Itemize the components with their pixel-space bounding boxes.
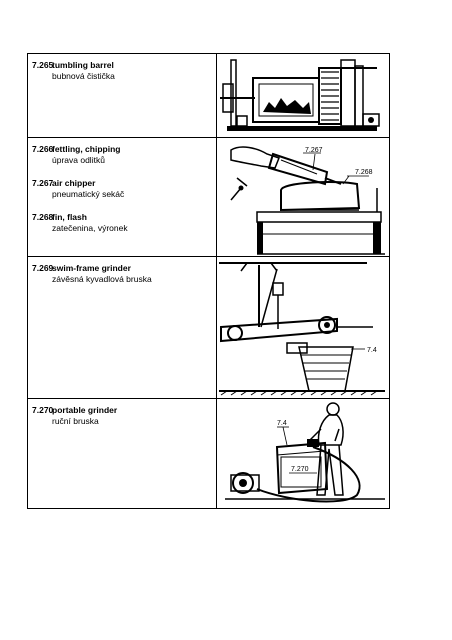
czech-term: úprava odlitků <box>52 155 105 165</box>
label-7-4: 7.4 <box>367 347 377 354</box>
text-cell: 7.270portable grinder ruční bruska <box>27 398 217 509</box>
label-7267: 7.267 <box>305 147 323 154</box>
swing-frame-grinder-illustration: 7.4 <box>219 262 385 396</box>
entry-7267: 7.267air chipper pneumatický sekáč <box>32 178 216 200</box>
text-cell: 7.266fettling, chipping úprava odlitků 7… <box>27 137 217 257</box>
english-term: air chipper <box>52 178 96 188</box>
tumbling-barrel-illustration <box>220 59 380 131</box>
entry-7266: 7.266fettling, chipping úprava odlitků <box>32 144 216 166</box>
entry-7268: 7.268fin, flash zatečenina, výronek <box>32 212 216 234</box>
entry-number: 7.267 <box>32 178 54 188</box>
table-row: 7.270portable grinder ruční bruska 7.270… <box>27 398 390 509</box>
czech-term: závěsná kyvadlová bruska <box>52 274 152 284</box>
entry-7265: 7.265tumbling barrel bubnová čistička <box>32 60 216 82</box>
entry-number: 7.270 <box>32 405 54 415</box>
entry-7270: 7.270portable grinder ruční bruska <box>32 405 216 427</box>
entry-number: 7.265 <box>32 60 54 70</box>
table-row: 7.269swim-frame grinder závěsná kyvadlov… <box>27 256 390 399</box>
label-7270: 7.270 <box>291 466 309 473</box>
entry-number: 7.269 <box>32 263 54 273</box>
entry-number: 7.266 <box>32 144 54 154</box>
czech-term: pneumatický sekáč <box>52 189 125 199</box>
portable-grinder-illustration: 7.270 7.4 <box>225 402 385 503</box>
label-7268: 7.268 <box>355 169 373 176</box>
illustration-cell: 7.267 7.268 <box>216 137 390 257</box>
czech-term: bubnová čistička <box>52 71 115 81</box>
entry-7269: 7.269swim-frame grinder závěsná kyvadlov… <box>32 263 216 285</box>
czech-term: zatečenina, výronek <box>52 223 128 233</box>
table-row: 7.265tumbling barrel bubnová čistička <box>27 53 390 138</box>
illustration-cell: 7.4 <box>216 256 390 399</box>
text-cell: 7.269swim-frame grinder závěsná kyvadlov… <box>27 256 217 399</box>
table-row: 7.266fettling, chipping úprava odlitků 7… <box>27 137 390 257</box>
czech-term: ruční bruska <box>52 416 99 426</box>
english-term: swim-frame grinder <box>52 263 131 273</box>
english-term: fettling, chipping <box>52 144 121 154</box>
air-chipper-illustration: 7.267 7.268 <box>230 146 385 255</box>
illustration-cell: 7.270 7.4 <box>216 398 390 509</box>
label-7-4: 7.4 <box>277 420 287 427</box>
english-term: fin, flash <box>52 212 87 222</box>
text-cell: 7.265tumbling barrel bubnová čistička <box>27 53 217 138</box>
illustration-cell <box>216 53 390 138</box>
dictionary-table: 7.265tumbling barrel bubnová čistička <box>27 53 390 509</box>
english-term: tumbling barrel <box>52 60 114 70</box>
entry-number: 7.268 <box>32 212 54 222</box>
english-term: portable grinder <box>52 405 118 415</box>
